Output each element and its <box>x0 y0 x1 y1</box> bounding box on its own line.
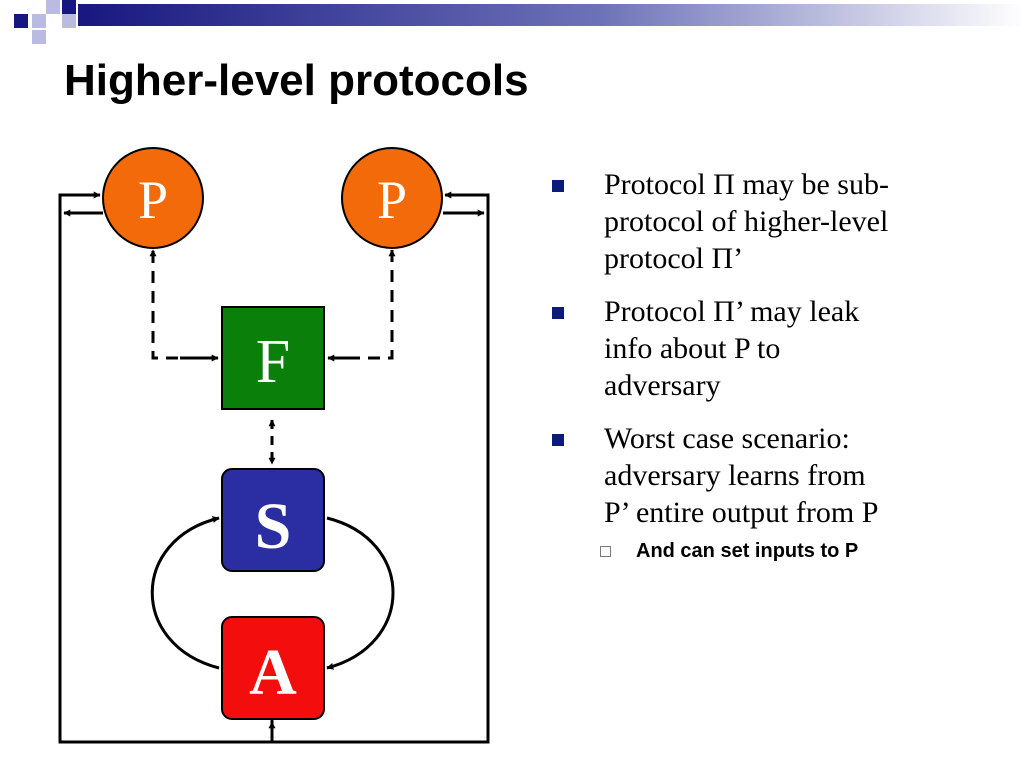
party-node-left: P <box>102 147 204 249</box>
functionality-label: F <box>256 328 290 396</box>
header-square-4 <box>62 14 76 28</box>
functionality-node: F <box>221 306 325 410</box>
curve-a-to-s-left <box>150 516 220 670</box>
bullet-list: Protocol Π may be sub- protocol of highe… <box>548 166 988 579</box>
bullet-line: Protocol Π’ may leak <box>604 295 860 328</box>
sub-bullet-item: And can set inputs to P <box>600 539 988 563</box>
simulator-label: S <box>255 490 292 563</box>
dashed-link-right-to-p <box>328 249 396 360</box>
header-gradient-bar <box>78 4 1024 26</box>
bullet-line: protocol of higher-level <box>604 205 889 238</box>
slide-header-decoration <box>14 0 1024 44</box>
square-bullet-icon <box>552 307 564 319</box>
protocol-diagram: P P F S A <box>58 147 490 744</box>
party-label-left: P <box>138 170 168 230</box>
bullet-line: Protocol Π may be sub- <box>604 168 889 201</box>
party-label-right: P <box>377 170 407 230</box>
bullet-line: P’ entire output from P <box>604 496 879 529</box>
bullet-item: Worst case scenario: adversary learns fr… <box>548 420 988 563</box>
curve-s-to-a-right <box>326 516 395 670</box>
sub-bullet-text: And can set inputs to P <box>636 540 859 562</box>
hollow-square-bullet-icon <box>600 546 611 557</box>
dashed-link-left-to-p <box>149 249 218 360</box>
bullet-item: Protocol Π may be sub- protocol of highe… <box>548 166 988 277</box>
adversary-node: A <box>221 616 325 720</box>
header-square-6 <box>62 0 76 14</box>
bullet-line: protocol Π’ <box>604 242 744 275</box>
square-bullet-icon <box>552 180 564 192</box>
party-node-right: P <box>341 147 443 249</box>
simulator-node: S <box>221 468 325 572</box>
bullet-line: Worst case scenario: <box>604 422 850 455</box>
slide-title: Higher-level protocols <box>64 56 529 105</box>
bullet-line: adversary learns from <box>604 459 866 492</box>
bullet-line: adversary <box>604 369 721 402</box>
header-square-2 <box>32 14 46 28</box>
header-square-1 <box>14 14 28 28</box>
adversary-label: A <box>249 636 297 709</box>
bullet-line: info about P to <box>604 332 781 365</box>
header-square-3 <box>46 0 60 14</box>
bullet-item: Protocol Π’ may leak info about P to adv… <box>548 293 988 404</box>
square-bullet-icon <box>552 434 564 446</box>
header-square-5 <box>32 30 46 44</box>
